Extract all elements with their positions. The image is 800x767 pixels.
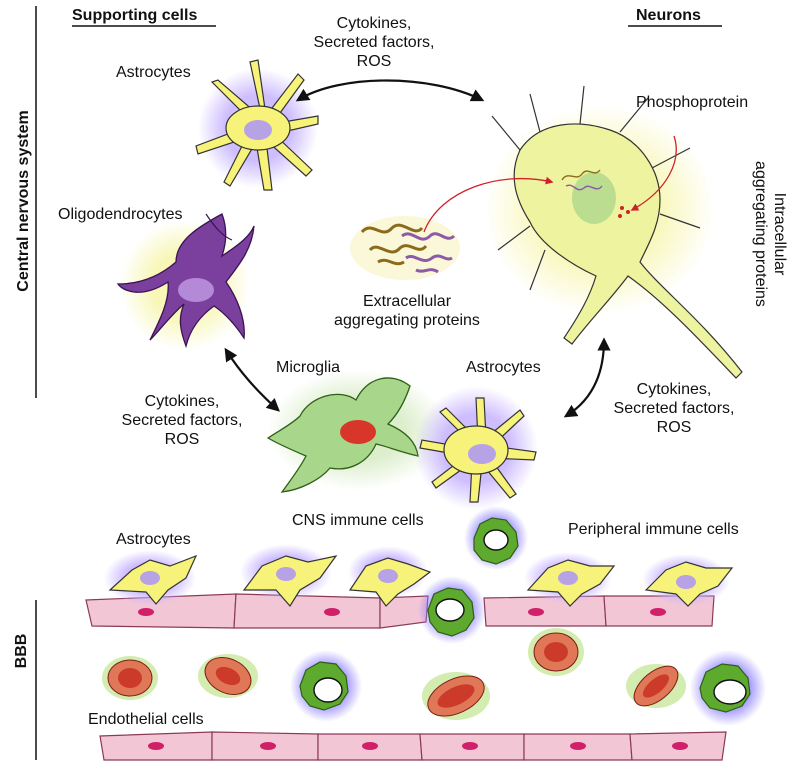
bbb-side-label: BBB xyxy=(13,633,30,669)
peripheral-immune-cell-top xyxy=(464,506,528,570)
signal-label-top: Cytokines, Secreted factors, ROS xyxy=(304,14,444,71)
oligodendrocyte xyxy=(116,213,255,350)
phosphoprotein-arrow xyxy=(630,135,677,211)
astrocytes-mid-label: Astrocytes xyxy=(466,359,541,376)
astrocyte-bbb-2 xyxy=(240,544,338,608)
peripheral-immune-label: Peripheral immune cells xyxy=(568,521,739,538)
astrocyte-bbb-4 xyxy=(524,552,616,607)
arrow-left xyxy=(224,347,280,412)
extracellular-to-neuron-arrow xyxy=(423,176,554,233)
extracellular-line-1: Extracellular xyxy=(362,293,452,310)
neurons-header: Neurons xyxy=(636,7,701,24)
astrocyte-top xyxy=(195,59,319,191)
microglia xyxy=(266,370,448,493)
phosphoprotein-label: Phosphoprotein xyxy=(636,94,749,111)
signal-top-line-1: Cytokines, xyxy=(336,15,412,32)
extracellular-label: Extracellular aggregating proteins xyxy=(322,292,492,330)
signal-right-line-3: ROS xyxy=(656,419,692,436)
astrocytes-bbb-row xyxy=(104,544,734,608)
cns-immune-label: CNS immune cells xyxy=(292,512,424,529)
peripheral-immune-cell-crossing xyxy=(418,576,486,644)
nucleus xyxy=(244,120,272,140)
rbc-3 xyxy=(422,672,490,720)
intracellular-protein-tangle xyxy=(561,169,603,191)
rbc-4 xyxy=(528,628,584,676)
peripheral-immune-cell-lumen-1 xyxy=(290,650,362,722)
oligodendrocytes-label: Oligodendrocytes xyxy=(58,206,183,223)
astrocyte-bbb-5 xyxy=(642,554,734,607)
endothelial-layer-upper xyxy=(85,593,715,629)
signal-right-line-2: Secreted factors, xyxy=(613,400,735,417)
rbc-5 xyxy=(626,664,686,708)
extracellular-line-2: aggregating proteins xyxy=(334,312,480,329)
intracellular-label: Intracellular aggregating proteins xyxy=(751,144,789,324)
astrocyte-bbb-1 xyxy=(104,550,198,606)
astrocyte-middle xyxy=(414,386,538,510)
astrocytes-top-label: Astrocytes xyxy=(116,64,191,81)
nucleus xyxy=(178,278,214,302)
neuron xyxy=(485,85,743,379)
endothelial-layer-lower xyxy=(99,731,727,761)
astrocytes-bottom-label: Astrocytes xyxy=(116,531,191,548)
cns-side-label: Central nervous system xyxy=(15,110,32,292)
microglia-label: Microglia xyxy=(276,359,341,376)
rbc-1 xyxy=(102,656,158,700)
signal-label-left: Cytokines, Secreted factors, ROS xyxy=(112,392,252,449)
nucleus xyxy=(340,420,376,444)
red-blood-cells xyxy=(102,628,686,720)
peripheral-immune-cell-lumen-2 xyxy=(690,650,766,726)
signal-left-line-1: Cytokines, xyxy=(144,393,220,410)
intracellular-line-2: aggregating proteins xyxy=(752,161,769,307)
phosphoprotein-dots xyxy=(618,206,630,218)
nucleus xyxy=(468,444,496,464)
astrocyte-bbb-3 xyxy=(348,546,432,607)
rbc-2 xyxy=(198,654,258,698)
signal-left-line-2: Secreted factors, xyxy=(121,412,243,429)
nucleus xyxy=(572,172,616,224)
arrow-right xyxy=(563,337,611,418)
signal-right-line-1: Cytokines, xyxy=(636,381,712,398)
arrow-top xyxy=(295,79,485,102)
extracellular-aggregates xyxy=(350,216,460,280)
supporting-cells-header: Supporting cells xyxy=(72,7,198,24)
signal-label-right: Cytokines, Secreted factors, ROS xyxy=(604,380,744,437)
signal-left-line-3: ROS xyxy=(164,431,200,448)
endothelial-label: Endothelial cells xyxy=(88,711,204,728)
signal-top-line-2: Secreted factors, xyxy=(313,34,435,51)
intracellular-line-1: Intracellular xyxy=(771,192,788,276)
signal-top-line-3: ROS xyxy=(356,53,392,70)
